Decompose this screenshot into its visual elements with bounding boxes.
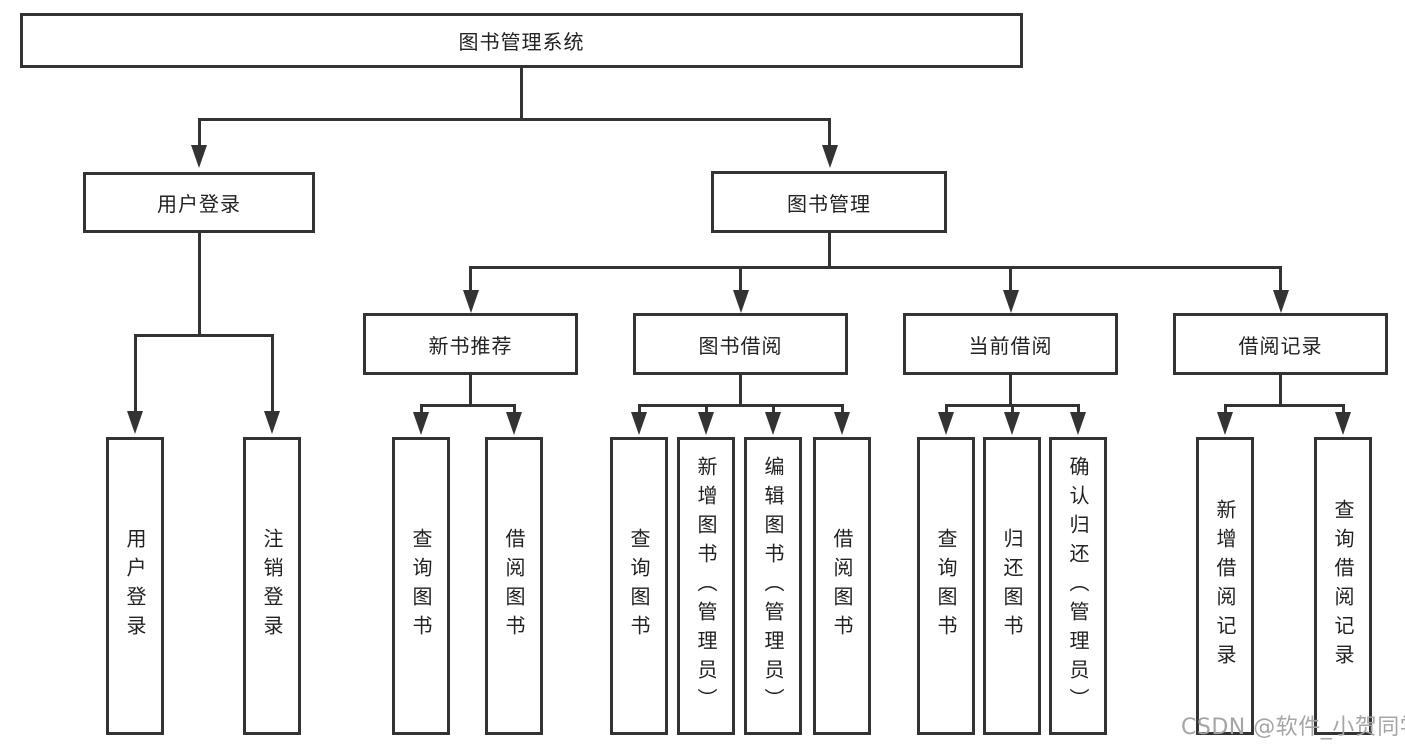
leaf-label: 归还图书 — [1000, 528, 1024, 644]
node-borrow-records-label: 借阅记录 — [1238, 333, 1323, 358]
csdn-watermark: CSDN @软件_小贺同学 — [1181, 715, 1405, 740]
connector-borrowrecord-stem — [1279, 266, 1282, 291]
connector-stem — [771, 404, 775, 414]
connector-root-vline — [520, 68, 523, 120]
leaf-query-books-current: 查询图书 — [917, 437, 975, 735]
connector-newbook-vline — [469, 375, 472, 406]
connector-bookborrow-vline — [739, 375, 742, 406]
connector-bookmgmt-vline — [827, 233, 831, 269]
arrow-to-new-book-recommend — [462, 290, 479, 313]
node-new-book-recommend: 新书推荐 — [363, 313, 578, 375]
arrow-to-book-borrow — [732, 290, 749, 313]
node-current-borrow-label: 当前借阅 — [968, 333, 1053, 358]
connector-bookmgmt-stem — [828, 118, 831, 146]
connector-borrowrecord-hline — [1223, 404, 1345, 407]
connector-currentborrow-stem — [1009, 266, 1012, 291]
connector-userlogin-hline — [133, 334, 274, 337]
node-library-system: 图书管理系统 — [20, 13, 1023, 68]
leaf-logout-label: 注销登录 — [260, 528, 284, 644]
leaf-label: 查询图书 — [934, 528, 958, 644]
leaf-label: 查询借阅记录 — [1331, 499, 1355, 673]
connector-userlogin-vline — [197, 233, 201, 335]
arrow-to-leaf — [1070, 412, 1086, 435]
connector-stem — [1010, 404, 1014, 414]
leaf-query-books-recommend: 查询图书 — [392, 437, 450, 735]
leaf-return-books: 归还图书 — [983, 437, 1041, 735]
arrow-to-leaf — [631, 412, 647, 435]
arrow-to-leaf — [834, 412, 850, 435]
leaf-edit-books-admin: 编辑图书（管理员） — [744, 437, 802, 735]
connector-newbook-stem — [469, 266, 472, 291]
connector-root-hline — [197, 118, 831, 121]
leaf-add-books-admin: 新增图书（管理员） — [677, 437, 735, 735]
arrow-to-borrow-records — [1272, 290, 1289, 313]
leaf-confirm-return-admin: 确认归还（管理员） — [1049, 437, 1107, 735]
leaf-label: 新增图书（管理员） — [694, 455, 718, 717]
node-user-login-label: 用户登录 — [157, 192, 241, 216]
connector-stem — [419, 404, 423, 414]
leaf-label: 借阅图书 — [502, 528, 526, 644]
leaf-label: 确认归还（管理员） — [1066, 455, 1090, 717]
node-book-borrow: 图书借阅 — [633, 313, 848, 375]
leaf-user-login: 用户登录 — [106, 437, 164, 735]
leaf-query-borrow-record: 查询借阅记录 — [1314, 437, 1372, 735]
leaf-label: 查询图书 — [409, 528, 433, 644]
arrow-to-user-login — [191, 145, 207, 168]
leaf-label: 编辑图书（管理员） — [761, 455, 785, 717]
leaf-label: 新增借阅记录 — [1213, 499, 1237, 673]
arrow-to-book-management — [821, 145, 838, 168]
arrow-to-leaf — [765, 412, 781, 435]
leaf-label: 查询图书 — [627, 528, 651, 644]
node-new-book-recommend-label: 新书推荐 — [428, 333, 513, 358]
arrow-to-leaf — [506, 412, 522, 435]
connector-stem — [637, 404, 641, 414]
arrow-to-leaf — [698, 412, 714, 435]
node-library-system-label: 图书管理系统 — [458, 30, 585, 54]
arrow-to-leaf — [938, 412, 954, 435]
node-book-management-label: 图书管理 — [787, 191, 871, 216]
node-book-management: 图书管理 — [711, 171, 947, 233]
connector-stem — [1076, 404, 1080, 414]
arrow-to-leaf — [1004, 412, 1020, 435]
connector-borrowrecord-vline — [1279, 375, 1282, 406]
leaf-add-borrow-record: 新增借阅记录 — [1196, 437, 1254, 735]
arrow-to-leaf — [1217, 412, 1233, 435]
leaf-logout: 注销登录 — [243, 437, 301, 735]
connector-newbook-hline — [419, 404, 516, 407]
connector-stem — [1341, 404, 1345, 414]
leaf-borrow-books-recommend: 借阅图书 — [485, 437, 543, 735]
connector-currentborrow-vline — [1009, 375, 1012, 406]
node-book-borrow-label: 图书借阅 — [698, 333, 783, 358]
connector-stem — [704, 404, 708, 414]
leaf-query-books-borrow: 查询图书 — [610, 437, 668, 735]
node-borrow-records: 借阅记录 — [1173, 313, 1388, 375]
connector-leaf-login-stem — [133, 334, 137, 412]
leaf-label: 借阅图书 — [830, 528, 854, 644]
connector-bookmgmt-hline — [469, 266, 1282, 269]
connector-stem — [944, 404, 948, 414]
connector-bookborrow-hline — [637, 404, 844, 407]
connector-stem — [840, 404, 844, 414]
connector-userlogin-stem — [197, 118, 201, 146]
arrow-to-leaf — [1335, 412, 1351, 435]
connector-stem — [512, 404, 516, 414]
connector-bookborrow-stem — [739, 266, 742, 291]
arrow-to-current-borrow — [1002, 290, 1019, 313]
leaf-borrow-books: 借阅图书 — [813, 437, 871, 735]
arrow-to-leaf-logout — [264, 411, 280, 434]
node-user-login: 用户登录 — [83, 172, 315, 233]
node-current-borrow: 当前借阅 — [903, 313, 1118, 375]
arrow-to-leaf — [413, 412, 429, 435]
connector-leaf-logout-stem — [270, 334, 274, 412]
arrow-to-leaf-login — [127, 411, 143, 434]
leaf-user-login-label: 用户登录 — [123, 528, 147, 644]
connector-stem — [1223, 404, 1227, 414]
